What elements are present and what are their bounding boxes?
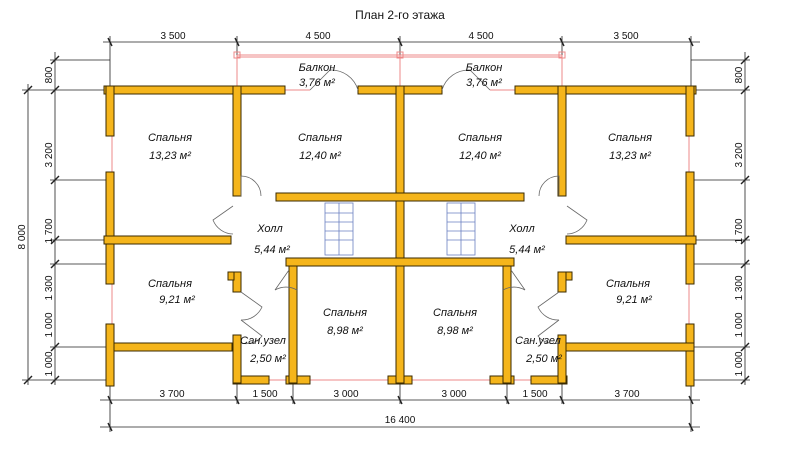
room-hall-left-area: 5,44 м² [254, 244, 290, 256]
dim-bottom-6: 3 700 [614, 389, 639, 400]
room-bedroom-2-area: 12,40 м² [299, 150, 341, 162]
dim-left-4: 1 300 [44, 275, 55, 300]
room-balcony-left-name: Балкон [299, 62, 336, 74]
room-bedroom-6-area: 8,98 м² [327, 325, 363, 337]
dim-bottom-5: 1 500 [522, 389, 547, 400]
room-balcony-right-area: 3,76 м² [466, 77, 502, 89]
dim-top-4: 3 500 [613, 31, 638, 42]
dim-right-2: 3 200 [734, 142, 745, 167]
room-bathroom-left-area: 2,50 м² [249, 353, 286, 365]
dim-right-4: 1 300 [734, 275, 745, 300]
dimensions-left: 800 3 200 1 700 1 300 1 000 1 000 8 000 [17, 52, 110, 385]
dim-right-5: 1 000 [734, 312, 745, 337]
dim-right-3: 1 700 [734, 218, 745, 243]
room-bedroom-5-name: Спальня [148, 278, 192, 290]
room-balcony-left-area: 3,76 м² [299, 77, 335, 89]
room-balcony-right-name: Балкон [466, 62, 503, 74]
walls [103, 85, 697, 387]
dim-top-3: 4 500 [468, 31, 493, 42]
dim-total: 16 400 [385, 415, 416, 426]
staircase-right [446, 202, 476, 256]
dim-top-1: 3 500 [160, 31, 185, 42]
dim-right-1: 800 [734, 66, 745, 83]
room-bedroom-7-area: 8,98 м² [437, 325, 473, 337]
room-bathroom-right-area: 2,50 м² [525, 353, 562, 365]
dim-bottom-1: 3 700 [159, 389, 184, 400]
room-hall-right-name: Холл [508, 223, 534, 235]
room-bedroom-3-name: Спальня [458, 132, 502, 144]
room-bedroom-4-name: Спальня [608, 132, 652, 144]
dimensions-right: 800 3 200 1 700 1 300 1 000 1 000 [691, 52, 750, 385]
dim-left-total: 8 000 [17, 224, 28, 249]
room-bedroom-8-name: Спальня [606, 278, 650, 290]
room-bedroom-4-area: 13,23 м² [609, 150, 651, 162]
room-bathroom-left-name: Сан.узел [240, 335, 286, 347]
room-bedroom-1-area: 13,23 м² [149, 150, 191, 162]
plan-title: План 2-го этажа [355, 8, 445, 22]
dim-left-6: 1 000 [44, 351, 55, 376]
room-hall-right-area: 5,44 м² [509, 244, 545, 256]
dim-left-5: 1 000 [44, 312, 55, 337]
room-labels: Балкон 3,76 м² Балкон 3,76 м² Спальня 13… [148, 62, 652, 365]
room-bedroom-7-name: Спальня [433, 307, 477, 319]
dim-left-2: 3 200 [44, 142, 55, 167]
room-bedroom-3-area: 12,40 м² [459, 150, 501, 162]
dim-bottom-4: 3 000 [441, 389, 466, 400]
dim-bottom-3: 3 000 [333, 389, 358, 400]
room-hall-left-name: Холл [256, 223, 282, 235]
doors [212, 69, 588, 345]
dim-top-2: 4 500 [305, 31, 330, 42]
dim-left-1: 800 [44, 66, 55, 83]
balcony-railing [233, 51, 566, 90]
room-bedroom-5-area: 9,21 м² [159, 294, 195, 306]
room-bedroom-2-name: Спальня [298, 132, 342, 144]
dim-bottom-2: 1 500 [252, 389, 277, 400]
dim-left-3: 1 700 [44, 218, 55, 243]
room-bedroom-8-area: 9,21 м² [616, 294, 652, 306]
staircase-left [324, 202, 354, 256]
room-bathroom-right-name: Сан.узел [515, 335, 561, 347]
windows [111, 89, 690, 381]
dimensions-top: 3 500 4 500 4 500 3 500 [103, 31, 700, 86]
dim-right-6: 1 000 [734, 351, 745, 376]
room-bedroom-1-name: Спальня [148, 132, 192, 144]
dimensions-bottom: 3 700 1 500 3 000 3 000 1 500 3 700 16 4… [100, 382, 700, 432]
room-bedroom-6-name: Спальня [323, 307, 367, 319]
